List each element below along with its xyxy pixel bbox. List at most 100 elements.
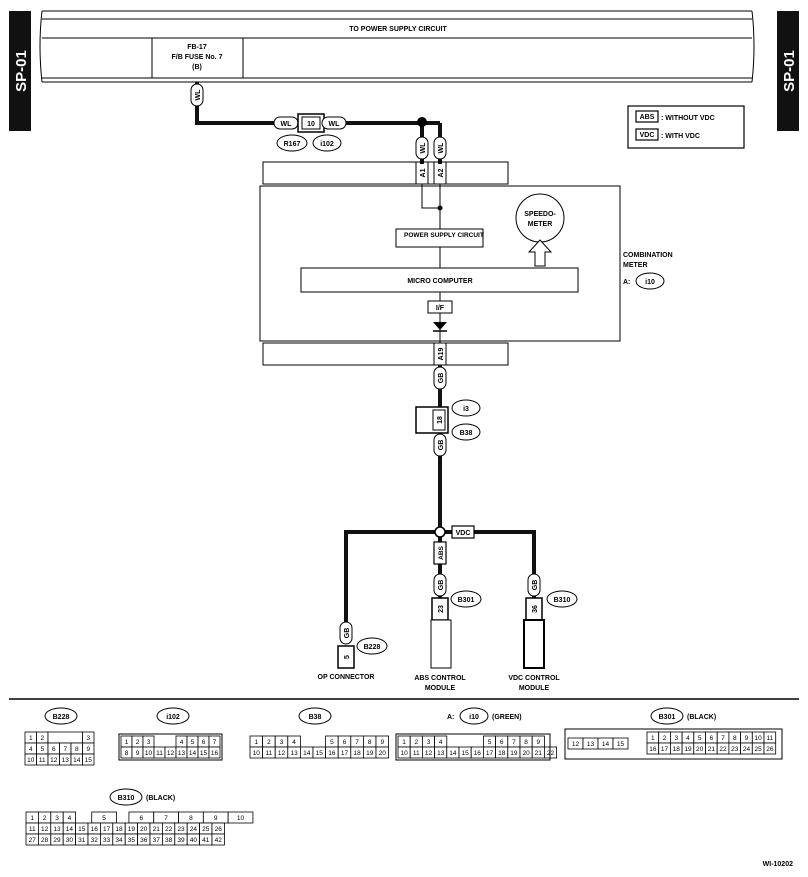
pin-b228-14: 14 xyxy=(73,757,81,764)
pin-b310-17: 17 xyxy=(103,826,111,833)
wire-color-wl-a1: WL xyxy=(420,142,427,154)
pin-i10-3: 3 xyxy=(427,739,431,746)
pin-b38-2: 2 xyxy=(267,739,271,746)
pin-b38-1: 1 xyxy=(254,739,258,746)
pin-b228-3: 3 xyxy=(86,735,90,742)
left-tab-label: SP-01 xyxy=(13,50,30,92)
pin-b38-14: 14 xyxy=(303,750,311,757)
connector-label-r167: R167 xyxy=(284,141,301,148)
connector-b310-pin: 36 xyxy=(532,605,539,613)
face-title-b38-oval xyxy=(298,707,332,725)
pin-b228-11: 11 xyxy=(39,757,46,764)
pin-b310-24: 24 xyxy=(190,826,198,833)
pin-b301-20: 20 xyxy=(696,746,704,753)
connector-label-i10: i10 xyxy=(645,279,655,286)
pin-b38-19: 19 xyxy=(366,750,374,757)
pin-i102-1: 1 xyxy=(125,739,129,746)
micro-computer-label: MICRO COMPUTER xyxy=(407,278,472,285)
pin-b310-27: 27 xyxy=(29,837,37,844)
face-title-b301: B301 xyxy=(659,714,676,721)
face-title-i102-oval xyxy=(156,707,190,725)
face-title-b310: B310 xyxy=(118,795,135,802)
pin-b310-22: 22 xyxy=(165,826,173,833)
pin-i10-7: 7 xyxy=(512,739,516,746)
wire-color-wl-fuse: WL xyxy=(195,89,202,101)
pin-b310-6: 6 xyxy=(140,815,144,822)
connector-callout-i102 xyxy=(312,134,342,152)
connector-label-i3: i3 xyxy=(463,406,469,413)
wire-color-gb-2: GB xyxy=(438,440,445,451)
pin-i102-12: 12 xyxy=(167,750,175,757)
pin-b310-10: 10 xyxy=(237,815,245,822)
combination-meter-label-1: COMBINATION xyxy=(623,252,673,259)
face-title-b38: B38 xyxy=(309,714,322,721)
power-supply-text: POWER SUPPLY CIRCUIT xyxy=(404,232,484,239)
wire-tag-gb-op xyxy=(339,621,353,645)
meter-pin-a19: A19 xyxy=(438,347,445,360)
right-tab xyxy=(777,11,799,131)
pin-b301-10: 10 xyxy=(755,735,763,742)
speedometer-label-2: METER xyxy=(528,221,553,228)
pin-b38-8: 8 xyxy=(368,739,372,746)
wire-tag-gb-1 xyxy=(433,366,447,390)
pin-i10-21: 21 xyxy=(535,750,543,757)
pin-b301-14: 14 xyxy=(602,741,610,748)
pin-b310-40: 40 xyxy=(190,837,198,844)
pin-b310-33: 33 xyxy=(103,837,111,844)
pin-b228-2: 2 xyxy=(40,735,44,742)
pin-b310-2: 2 xyxy=(43,815,47,822)
pin-b38-17: 17 xyxy=(341,750,349,757)
pin-i102-6: 6 xyxy=(202,739,206,746)
pin-b310-16: 16 xyxy=(91,826,99,833)
interface-label: I/F xyxy=(436,305,445,312)
pin-i102-10: 10 xyxy=(145,750,153,757)
pin-b310-21: 21 xyxy=(153,826,161,833)
pin-b310-34: 34 xyxy=(115,837,123,844)
pin-b301-11: 11 xyxy=(766,735,773,742)
pin-b310-8: 8 xyxy=(189,815,193,822)
pin-i102-2: 2 xyxy=(136,739,140,746)
face-title-b301-note: (BLACK) xyxy=(687,714,716,721)
pin-b38-7: 7 xyxy=(355,739,359,746)
pin-b301-3: 3 xyxy=(674,735,678,742)
vdc-module-label-1: VDC CONTROL xyxy=(508,675,560,682)
op-connector-label: OP CONNECTOR xyxy=(318,674,375,681)
pin-b38-20: 20 xyxy=(379,750,387,757)
pin-i10-20: 20 xyxy=(522,750,530,757)
wire-tag-wl-2 xyxy=(321,116,347,130)
pin-b310-4: 4 xyxy=(68,815,72,822)
pin-b310-1: 1 xyxy=(30,815,34,822)
meter-pin-a1: A1 xyxy=(420,168,427,177)
fuse-label-2: F/B FUSE No. 7 xyxy=(172,54,223,61)
pin-i102-9: 9 xyxy=(136,750,140,757)
pin-b38-4: 4 xyxy=(292,739,296,746)
legend-abs-tag: ABS xyxy=(640,114,655,121)
pin-b310-5: 5 xyxy=(102,815,106,822)
pin-b301-21: 21 xyxy=(708,746,716,753)
pin-b301-8: 8 xyxy=(733,735,737,742)
face-title-b310-oval xyxy=(109,788,143,806)
abs-module-label-1: ABS CONTROL xyxy=(414,675,466,682)
pin-b228-4: 4 xyxy=(29,746,33,753)
pin-b228-10: 10 xyxy=(27,757,35,764)
pin-b228-8: 8 xyxy=(75,746,79,753)
face-title-b301-oval xyxy=(650,707,684,725)
branch-tag-vdc xyxy=(451,525,475,539)
pin-b301-16: 16 xyxy=(649,746,657,753)
pin-b310-39: 39 xyxy=(177,837,185,844)
pin-i10-8: 8 xyxy=(524,739,528,746)
pin-b301-6: 6 xyxy=(710,735,714,742)
pin-b310-13: 13 xyxy=(53,826,61,833)
splice-wl xyxy=(417,117,427,127)
fuse-label-3: (B) xyxy=(192,64,202,71)
pin-b301-19: 19 xyxy=(684,746,692,753)
pin-i10-13: 13 xyxy=(437,750,445,757)
connector-callout-i3 xyxy=(451,399,481,417)
pin-i102-11: 11 xyxy=(156,750,163,757)
pin-b38-9: 9 xyxy=(380,739,384,746)
pin-b301-25: 25 xyxy=(755,746,763,753)
wire-tag-gb-abs xyxy=(433,573,447,597)
pin-i10-5: 5 xyxy=(488,739,492,746)
face-title-i10-oval xyxy=(459,707,489,725)
